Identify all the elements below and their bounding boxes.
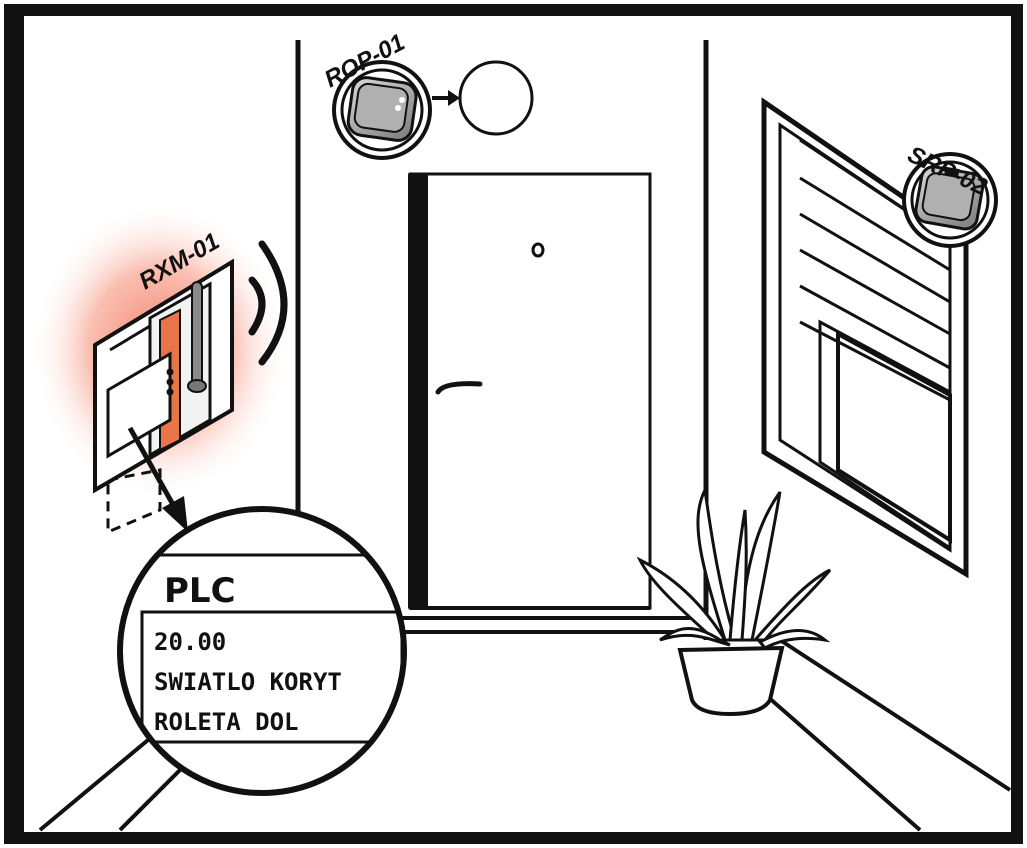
door xyxy=(408,174,650,608)
plc-title: PLC xyxy=(164,571,236,611)
plc-line-blind: ROLETA DOL xyxy=(154,708,299,736)
plant-pot xyxy=(680,648,782,714)
display-magnifier: PLC 20.00 SWIATLO KORYT ROLETA DOL xyxy=(40,509,404,830)
light-bulb-icon xyxy=(460,62,532,134)
potted-plant xyxy=(640,490,830,714)
plc-line-time: 20.00 xyxy=(154,628,226,656)
antenna-icon xyxy=(192,282,202,388)
plc-line-light: SWIATLO KORYT xyxy=(154,668,342,696)
left-frame-bar xyxy=(8,8,24,840)
switch-arrow xyxy=(432,90,460,106)
